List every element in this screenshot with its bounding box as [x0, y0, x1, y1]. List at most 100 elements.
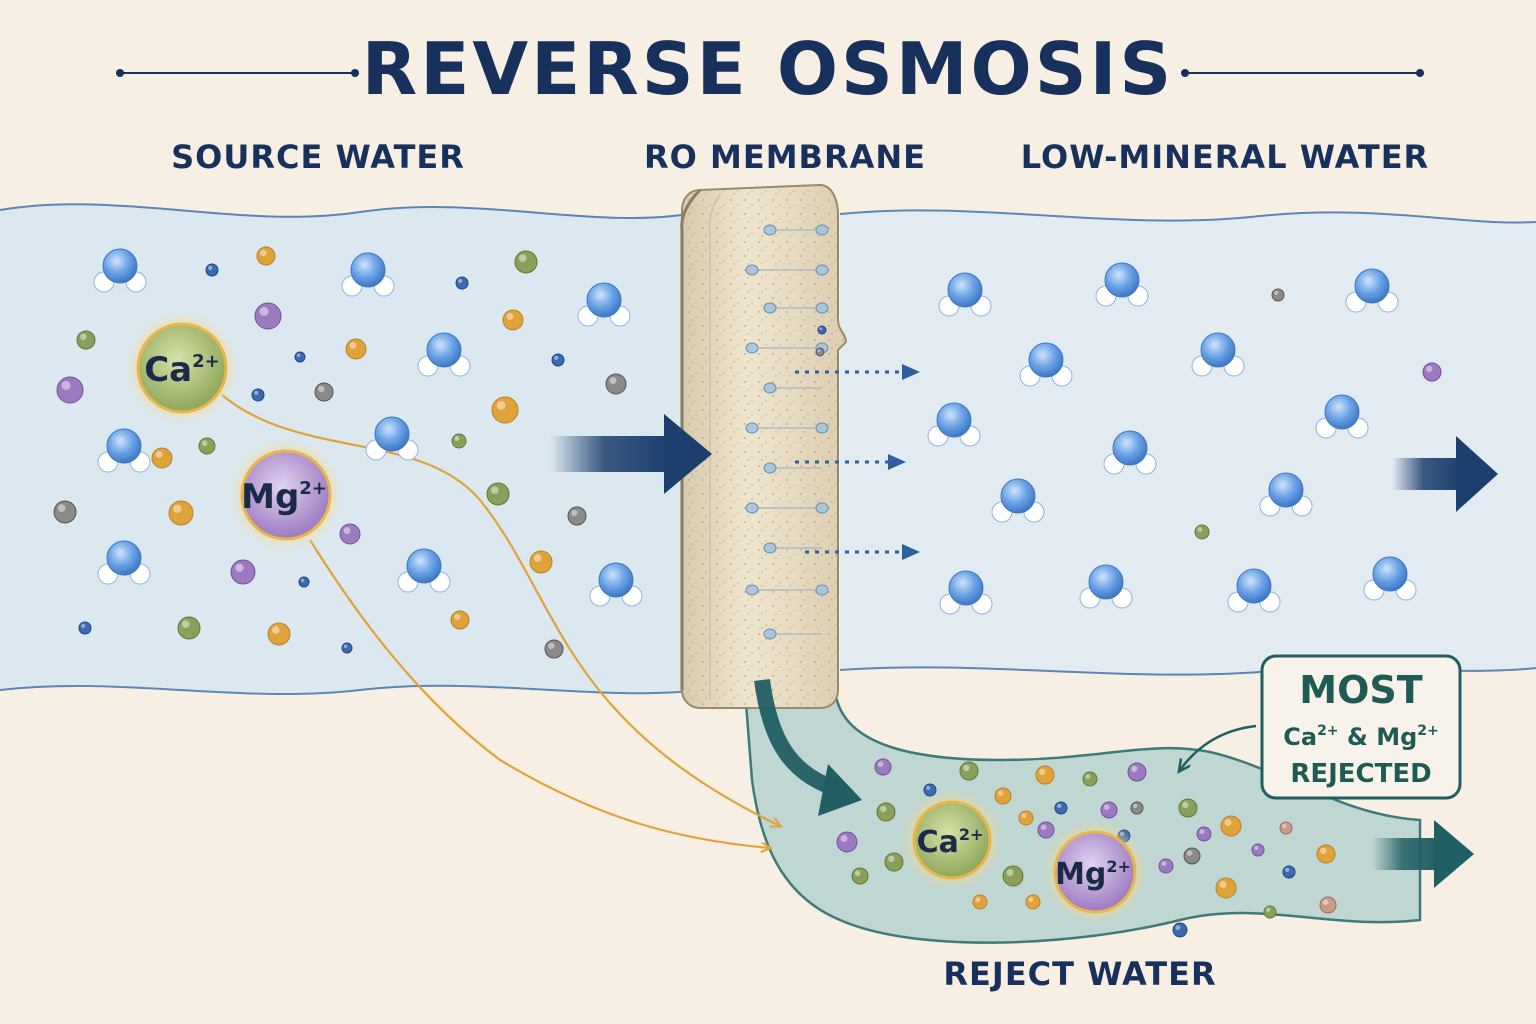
svg-text:Ca2+: Ca2+: [144, 350, 220, 390]
mineral-particle: [1422, 362, 1442, 382]
product-flow-arrow: [1392, 436, 1498, 512]
mineral-particle: [56, 376, 84, 404]
permeate-arrowhead-3: [902, 544, 920, 560]
water-molecule: [417, 332, 471, 377]
mineral-particle: [1054, 801, 1068, 815]
source-water-top-edge: [0, 203, 701, 219]
mineral-particle: [491, 396, 519, 424]
callout-ca-charge: 2+: [1317, 723, 1338, 739]
particles-layer: [53, 246, 1442, 938]
mineral-particle: [1002, 865, 1024, 887]
mineral-particle: [1220, 815, 1242, 837]
svg-text:Mg2+: Mg2+: [241, 477, 327, 517]
water-molecule: [577, 282, 631, 327]
mineral-particle: [874, 758, 892, 776]
label-reject-water: REJECT WATER: [943, 955, 1216, 993]
mineral-particle: [1279, 821, 1293, 835]
calcium-symbol: Ca: [144, 350, 192, 390]
callout-ca: Ca: [1283, 723, 1317, 751]
water-molecule: [1095, 262, 1149, 307]
water-molecule: [991, 478, 1045, 523]
mineral-particle: [514, 250, 538, 274]
mineral-particle: [1082, 771, 1098, 787]
water-molecule: [365, 416, 419, 461]
magnesium-path-arrow: [309, 539, 770, 848]
mineral-particle: [345, 338, 367, 360]
water-molecule: [1363, 556, 1417, 601]
mineral-particle: [455, 276, 469, 290]
title-rule-left-dot: [116, 69, 124, 77]
mineral-particle: [251, 388, 265, 402]
water-molecule: [589, 562, 643, 607]
mineral-particle: [230, 559, 256, 585]
mineral-particle: [314, 382, 334, 402]
mineral-particle: [994, 787, 1012, 805]
mineral-particle: [1316, 844, 1336, 864]
mineral-particle: [1282, 865, 1296, 879]
water-molecule: [1191, 332, 1245, 377]
reject-outflow-arrow: [1372, 820, 1474, 888]
water-molecule: [1315, 394, 1369, 439]
mineral-particle: [851, 867, 869, 885]
water-molecule: [1259, 472, 1313, 517]
product-water-top-edge: [839, 209, 1536, 224]
title-rule-right-dot-end: [1416, 69, 1424, 77]
magnesium-reject-symbol: Mg: [1055, 857, 1106, 892]
calcium-ion-reject: Ca2+: [902, 790, 1002, 890]
mineral-particle: [1263, 905, 1277, 919]
callout-mg: Mg: [1376, 723, 1417, 751]
mineral-particle: [1271, 288, 1285, 302]
callout-box: [1260, 654, 1462, 800]
callout-and: &: [1339, 723, 1377, 751]
mineral-particle: [151, 447, 173, 469]
calcium-reject-symbol: Ca: [917, 825, 959, 860]
mineral-particle: [53, 500, 77, 524]
callout-mg-charge: 2+: [1417, 723, 1438, 739]
molecules-layer: [93, 248, 1417, 615]
magnesium-ion-source: Mg2+: [230, 439, 342, 551]
water-molecule: [341, 252, 395, 297]
mineral-particle: [339, 523, 361, 545]
mineral-particle: [1130, 801, 1144, 815]
mineral-particle: [815, 347, 825, 357]
permeate-arrowhead-2: [888, 454, 906, 470]
rejection-callout: MOST Ca2+ & Mg2+ REJECTED: [1180, 654, 1462, 800]
mineral-particle: [177, 616, 201, 640]
mineral-particle: [451, 433, 467, 449]
callout-pointer-arrow: [1180, 724, 1257, 770]
mineral-particle: [298, 576, 310, 588]
mineral-particle: [198, 437, 216, 455]
mineral-particle: [1319, 896, 1337, 914]
mineral-particle: [884, 852, 904, 872]
water-molecule: [397, 548, 451, 593]
mineral-particle: [256, 246, 276, 266]
callout-line-rejected: REJECTED: [1290, 759, 1431, 789]
mineral-particle: [294, 351, 306, 363]
mineral-particle: [567, 506, 587, 526]
title-rule-left-dot-end: [351, 69, 359, 77]
water-molecule: [97, 428, 151, 473]
water-molecule: [97, 540, 151, 585]
membrane-left-face: [680, 188, 702, 690]
product-water-channel: [840, 210, 1536, 675]
mineral-particle: [1035, 765, 1055, 785]
label-low-mineral-water: LOW-MINERAL WATER: [1021, 138, 1429, 176]
water-molecule: [1019, 342, 1073, 387]
water-molecule: [939, 570, 993, 615]
mineral-particle: [529, 550, 553, 574]
permeate-arrowhead-1: [902, 364, 920, 380]
mineral-particle: [450, 610, 470, 630]
callout-line-most: MOST: [1299, 668, 1422, 712]
mineral-particle: [1037, 821, 1055, 839]
mineral-particle: [1196, 826, 1212, 842]
membrane-texture: [682, 185, 846, 708]
mineral-particle: [1215, 877, 1237, 899]
mineral-particle: [205, 263, 219, 277]
mineral-particle: [836, 831, 858, 853]
water-molecule: [93, 248, 147, 293]
mineral-particle: [959, 761, 979, 781]
mineral-particle: [1018, 810, 1034, 826]
water-molecule: [1227, 568, 1281, 613]
